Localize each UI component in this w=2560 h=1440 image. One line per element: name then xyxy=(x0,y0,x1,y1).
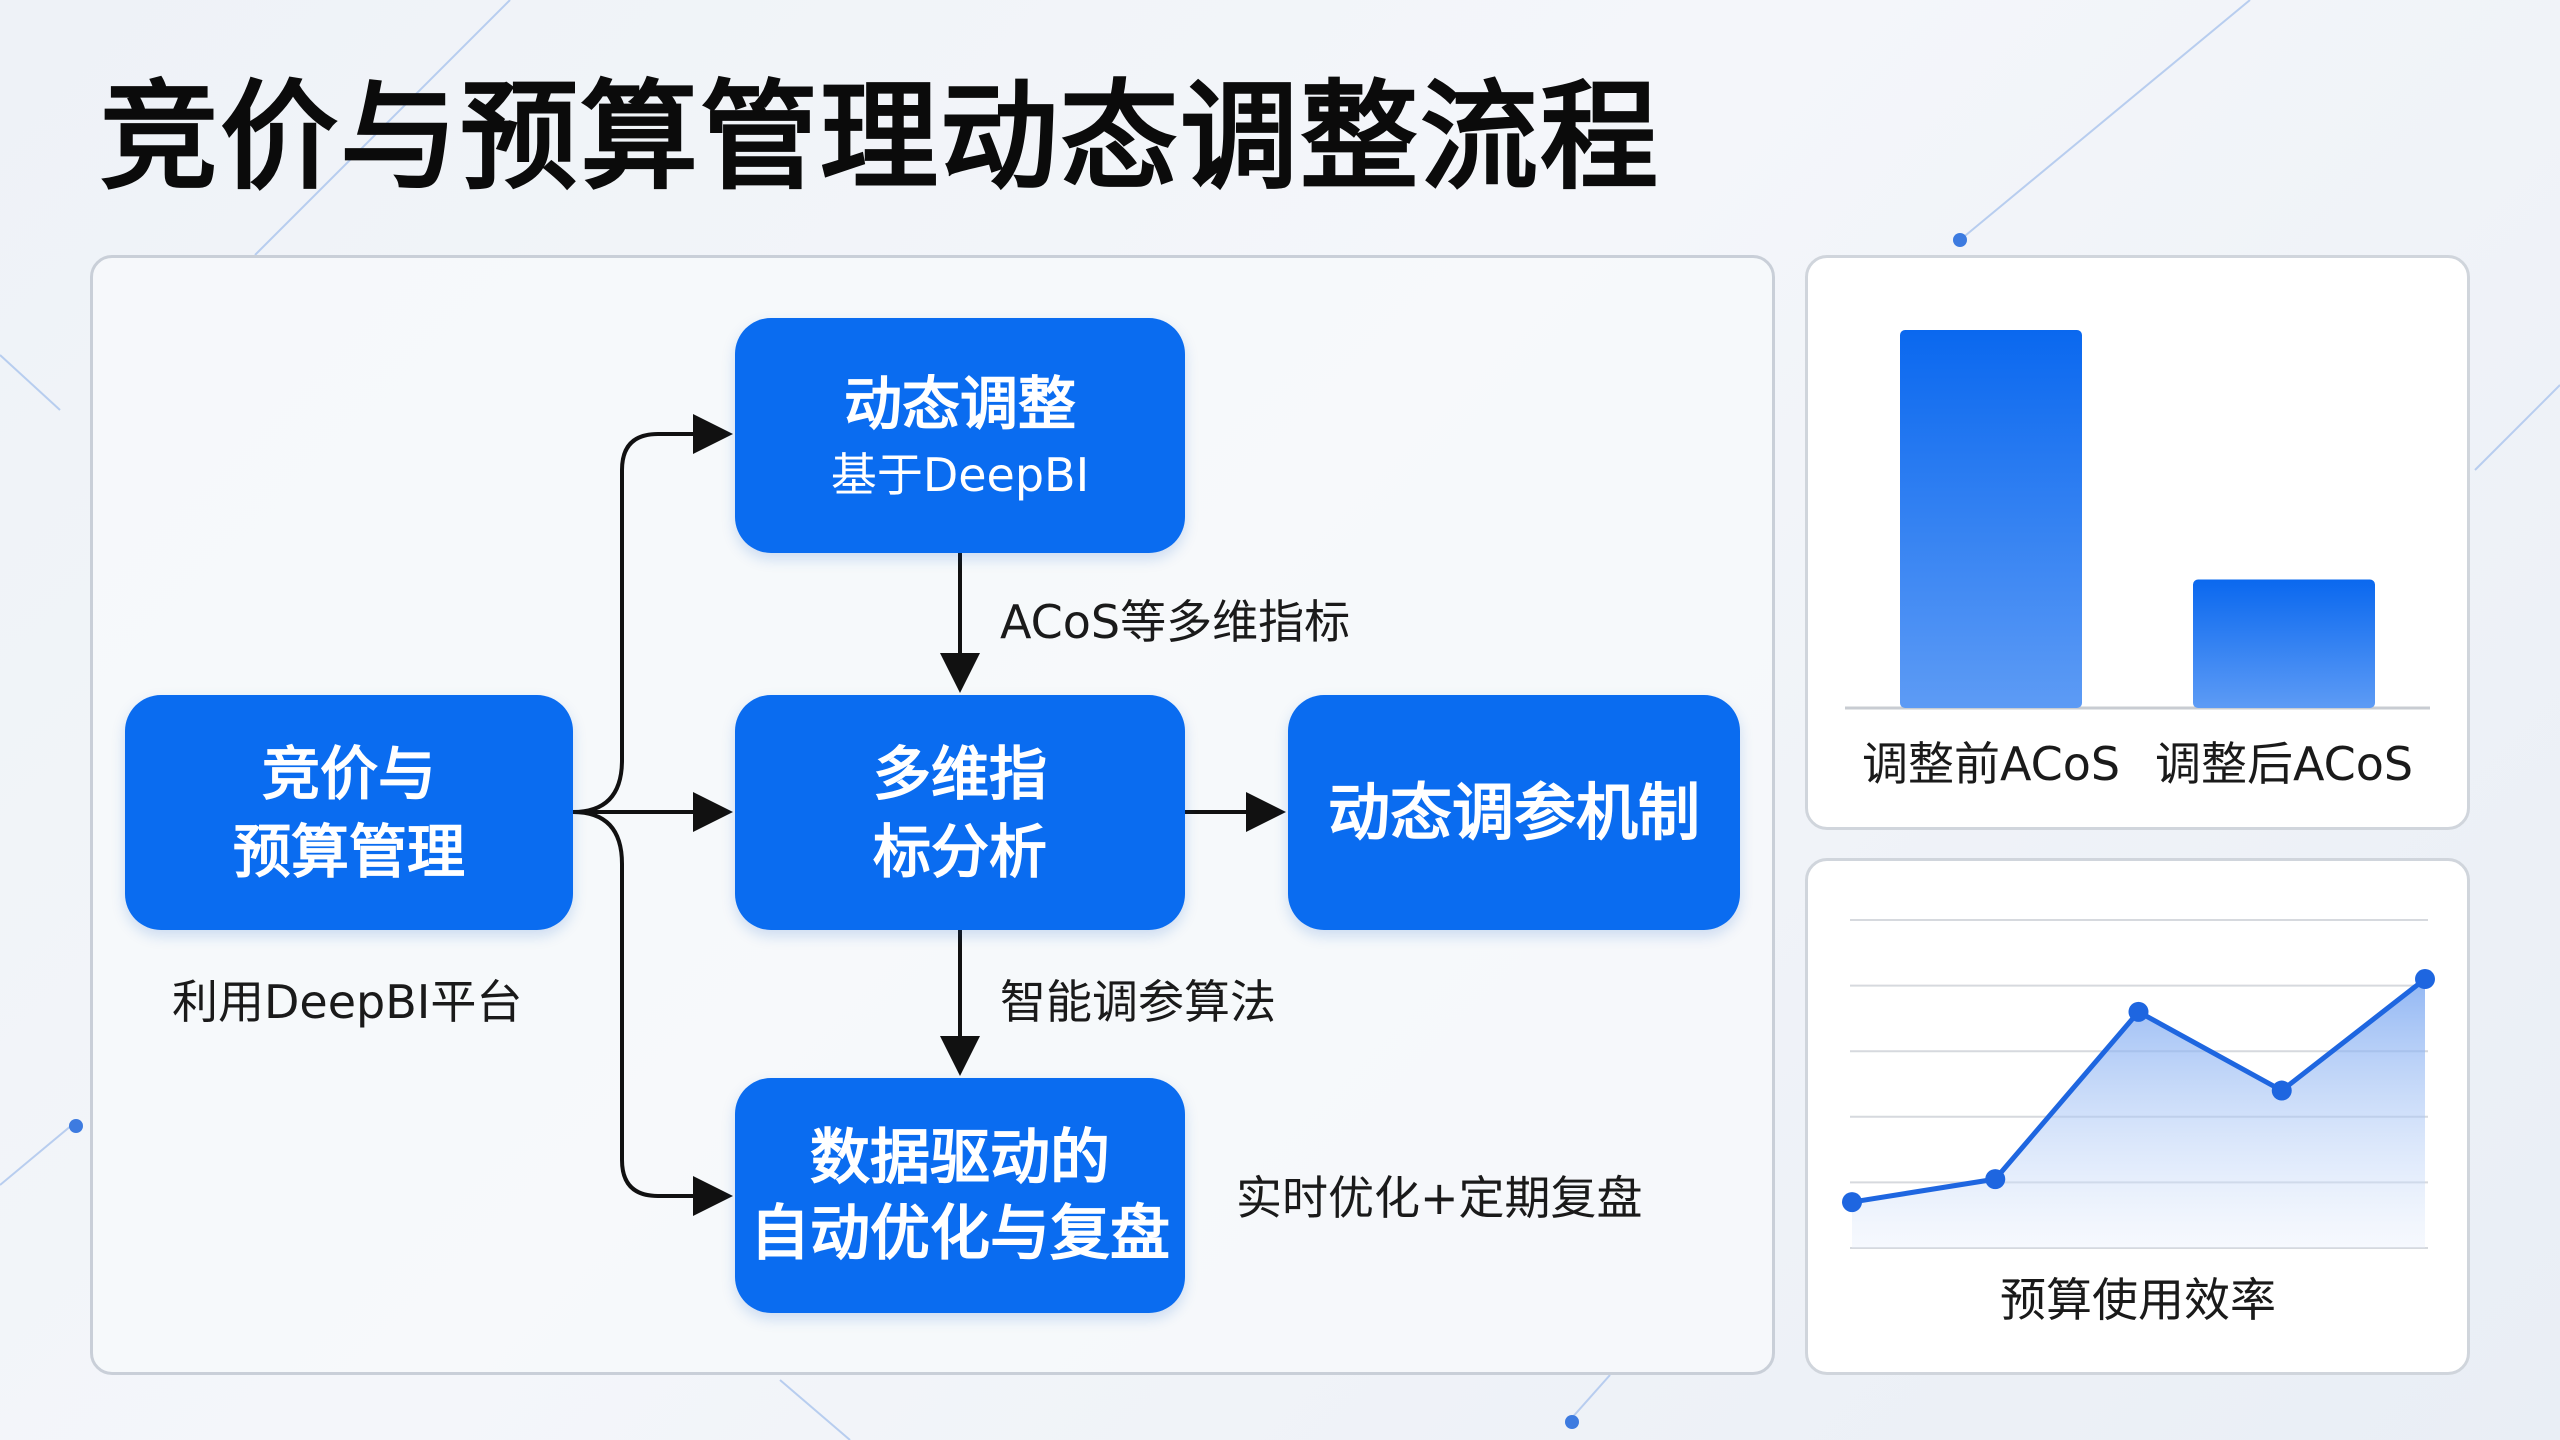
data-point-3 xyxy=(2128,1001,2149,1022)
node-multi-line1: 多维指 xyxy=(872,739,1047,808)
page-title: 竞价与预算管理动态调整流程 xyxy=(100,68,1661,206)
edge-label-acos-metrics: ACoS等多维指标 xyxy=(1000,595,1351,649)
bar-category-label: 调整后ACoS xyxy=(2155,737,2413,791)
connector-source-to-auto xyxy=(572,810,733,1216)
bar-before xyxy=(1900,330,2082,708)
node-dynamic-tuning-mechanism: 动态调参机制 xyxy=(1288,695,1740,930)
connector-source-to-dynamic xyxy=(572,414,733,814)
caption-deepbi-platform: 利用DeepBI平台 xyxy=(172,975,523,1029)
node-multi-line2: 标分析 xyxy=(872,817,1047,886)
bar-category-label: 调整前ACoS xyxy=(1862,737,2120,791)
node-auto-line1: 数据驱动的 xyxy=(810,1122,1110,1193)
caption-realtime-review: 实时优化+定期复盘 xyxy=(1236,1171,1643,1225)
data-point-1 xyxy=(1842,1192,1862,1213)
node-dynamic-title: 动态调整 xyxy=(843,369,1076,438)
line-chart-xlabel: 预算使用效率 xyxy=(2000,1273,2276,1327)
bar-after xyxy=(2193,579,2375,708)
edge-label-smart-algorithm: 智能调参算法 xyxy=(1000,975,1276,1029)
node-bidding-budget-management: 竞价与 预算管理 xyxy=(125,695,573,930)
node-mechanism-label: 动态调参机制 xyxy=(1327,775,1700,849)
node-source-line2: 预算管理 xyxy=(232,817,465,886)
node-auto-line2: 自动优化与复盘 xyxy=(750,1198,1170,1269)
node-dynamic-subtitle: 基于DeepBI xyxy=(830,447,1090,502)
node-source-line1: 竞价与 xyxy=(261,739,436,808)
node-multi-metric-analysis: 多维指 标分析 xyxy=(735,695,1185,930)
data-point-2 xyxy=(1985,1169,2006,1190)
data-point-5 xyxy=(2415,969,2435,990)
node-auto-optimization-review: 数据驱动的 自动优化与复盘 xyxy=(735,1078,1185,1313)
node-dynamic-adjustment: 动态调整 基于DeepBI xyxy=(735,318,1185,553)
data-point-4 xyxy=(2271,1080,2292,1101)
